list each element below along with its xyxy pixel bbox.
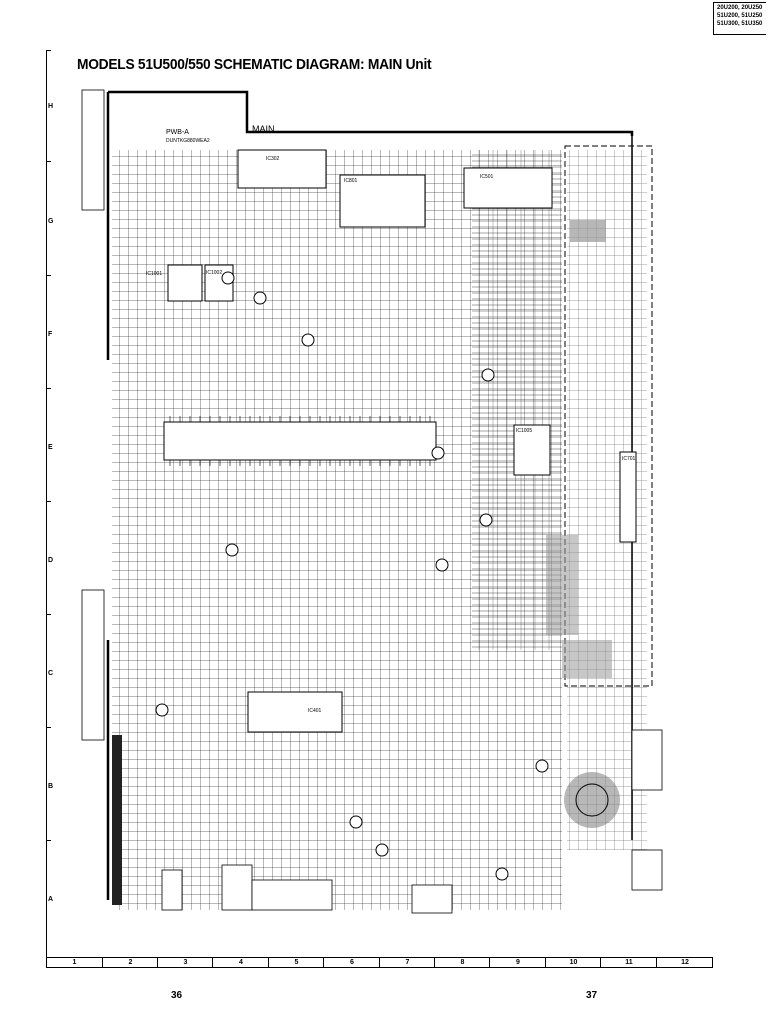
row-label-h: H [48, 103, 54, 110]
row-tick [46, 388, 51, 389]
shaded-regions [546, 220, 620, 828]
col-label-10: 10 [545, 958, 601, 967]
ic-302-label: IC302 [266, 156, 280, 162]
column-strip: 1 2 3 4 5 6 7 8 9 10 11 12 [46, 957, 713, 968]
row-label-a: A [48, 896, 54, 903]
ic-501-label: IC501 [480, 174, 494, 180]
ic-701-label: IC701 [622, 456, 636, 462]
ic-1005: IC1005 [513, 424, 551, 476]
row-tick [46, 161, 51, 162]
ic-main-processor [163, 416, 437, 466]
row-label-f: F [48, 331, 53, 338]
row-tick [46, 275, 51, 276]
models-line-2: 51U200, 51U250 [717, 13, 763, 19]
row-label-d: D [48, 557, 54, 564]
col-label-11: 11 [600, 958, 657, 967]
col-label-9: 9 [489, 958, 546, 967]
pwb-label: PWB-A [166, 129, 189, 136]
pwb-code: DUNTKG880WEA2 [166, 138, 210, 144]
row-tick [46, 727, 51, 728]
col-label-2: 2 [102, 958, 158, 967]
row-tick [46, 50, 51, 51]
ic-801: IC801 [339, 174, 426, 228]
page-number-right: 37 [586, 990, 598, 1001]
models-line-1: 20U200, 20U250 [717, 5, 763, 11]
ic-801-label: IC801 [344, 178, 358, 184]
ic-1005-label: IC1005 [516, 428, 532, 434]
unit-label: MAIN [252, 124, 275, 134]
wiring-network [112, 150, 647, 910]
left-connectors [81, 89, 122, 905]
row-label-c: C [48, 670, 54, 677]
col-label-1: 1 [72, 959, 77, 966]
ic-1001-label: IC1001 [146, 271, 162, 277]
ic-401-label: IC401 [308, 708, 322, 714]
col-label-7: 7 [379, 958, 435, 967]
col-label-12: 12 [656, 958, 713, 967]
row-label-g: G [48, 218, 54, 225]
row-tick [46, 614, 51, 615]
row-label-e: E [48, 444, 53, 451]
ic-1002-label: IC1002 [206, 270, 222, 276]
col-label-6: 6 [323, 958, 380, 967]
schematic-diagram: IC302 IC801 IC501 IC1001 IC1002 IC1005 I… [81, 89, 663, 914]
ic-701: IC701 [619, 451, 637, 543]
row-tick [46, 840, 51, 841]
row-tick [46, 501, 51, 502]
row-label-b: B [48, 783, 54, 790]
models-box: 20U200, 20U250 51U200, 51U250 51U300, 51… [713, 2, 766, 35]
ic-401: IC401 [247, 691, 343, 733]
col-label-8: 8 [434, 958, 490, 967]
col-label-3: 3 [157, 958, 213, 967]
col-label-5: 5 [268, 958, 324, 967]
page-number-left: 36 [171, 990, 183, 1001]
ic-501: IC501 [463, 167, 553, 209]
frame-left-border [46, 50, 47, 968]
models-line-3: 51U300, 51U350 [717, 21, 763, 27]
bottom-connectors [161, 729, 663, 914]
ic-1001: IC1001 [146, 264, 203, 302]
transistors [155, 271, 549, 881]
col-label-4: 4 [212, 958, 269, 967]
ic-302: IC302 [237, 149, 327, 189]
page-title: MODELS 51U500/550 SCHEMATIC DIAGRAM: MAI… [77, 56, 432, 73]
